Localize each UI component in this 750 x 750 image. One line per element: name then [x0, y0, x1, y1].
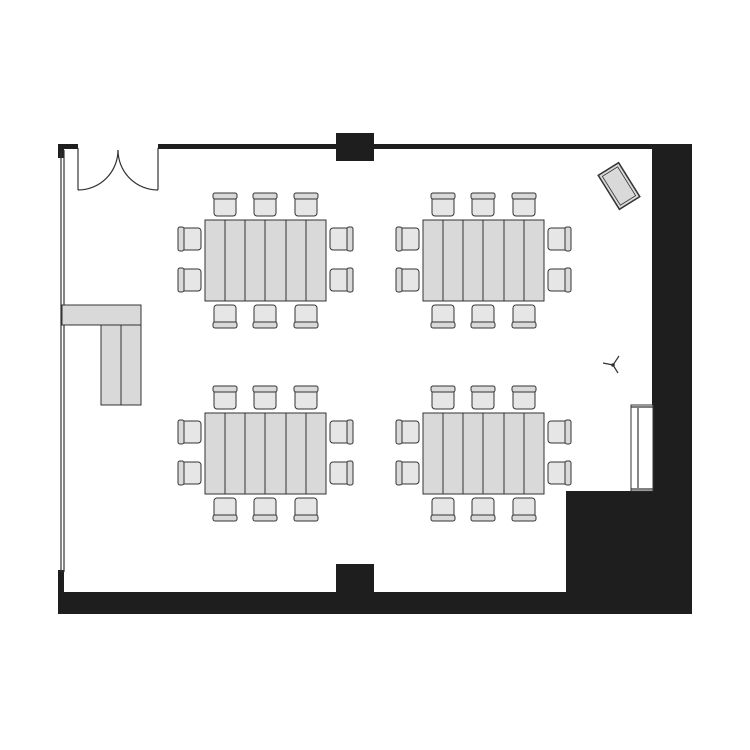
chair	[212, 192, 238, 217]
chair	[329, 267, 354, 293]
wall-bottom	[58, 592, 692, 614]
chair	[329, 460, 354, 486]
chair	[252, 192, 278, 217]
chair	[547, 267, 572, 293]
chair	[212, 497, 238, 522]
chair	[177, 460, 202, 486]
chair	[293, 304, 319, 329]
chair	[430, 385, 456, 410]
credenza-l-shaped	[61, 304, 142, 406]
double-swing-door	[77, 148, 159, 191]
flip-chart-easel	[597, 161, 641, 211]
chair	[547, 460, 572, 486]
table-group-top-left	[177, 192, 354, 329]
table-group-bottom-right	[395, 385, 572, 522]
chair	[252, 304, 278, 329]
chair	[511, 304, 537, 329]
floor-outlet-icon	[602, 355, 620, 374]
chair	[395, 226, 420, 252]
chair	[511, 192, 537, 217]
table-group-bottom-left	[177, 385, 354, 522]
chair	[252, 497, 278, 522]
chair	[395, 419, 420, 445]
column-bottom	[336, 564, 374, 594]
chair	[511, 385, 537, 410]
chair	[293, 497, 319, 522]
wall-top-left-segment	[58, 144, 78, 149]
chair	[430, 497, 456, 522]
chair	[470, 497, 496, 522]
notch-lower-right	[566, 491, 662, 603]
chair	[177, 226, 202, 252]
window-strip-left-wall	[60, 150, 65, 572]
chair	[293, 385, 319, 410]
chair	[395, 267, 420, 293]
chair	[430, 192, 456, 217]
chair	[470, 192, 496, 217]
chair	[212, 385, 238, 410]
chair	[430, 304, 456, 329]
column-top	[336, 133, 374, 161]
chair	[252, 385, 278, 410]
wall-top-segment	[158, 144, 653, 149]
chair	[547, 419, 572, 445]
chair	[395, 460, 420, 486]
chair	[177, 419, 202, 445]
chair	[329, 419, 354, 445]
table-group-top-right	[395, 192, 572, 329]
chair	[511, 497, 537, 522]
chair	[329, 226, 354, 252]
chair	[177, 267, 202, 293]
chair	[470, 304, 496, 329]
chair	[293, 192, 319, 217]
chair	[547, 226, 572, 252]
wall-left-stub-bottom	[58, 570, 64, 600]
window-strip-right-wall	[630, 404, 654, 492]
chair	[212, 304, 238, 329]
walls	[58, 133, 692, 614]
chair	[470, 385, 496, 410]
